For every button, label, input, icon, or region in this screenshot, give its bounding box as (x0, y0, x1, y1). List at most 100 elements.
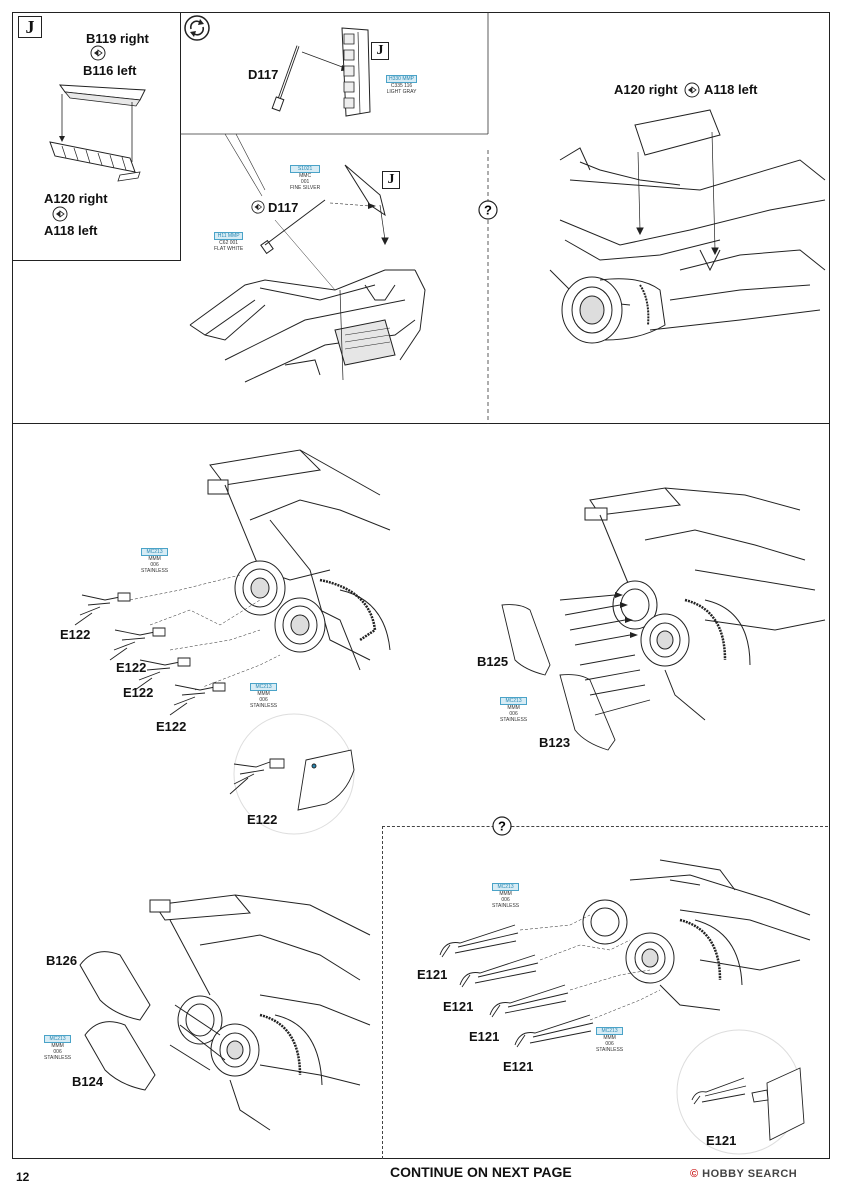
panel2-brake-bay-top (330, 20, 390, 120)
paint-code: MC213 (44, 1035, 72, 1043)
paint-line: MMM (603, 1035, 616, 1041)
panel4-exhaust-illustration (200, 440, 410, 690)
paint-code: H11 MMP (214, 232, 244, 240)
label-e122-1: E122 (60, 627, 91, 642)
label-b126: B126 (46, 953, 78, 968)
label-e122-2: E122 (116, 660, 147, 675)
paint-line: STAINLESS (500, 717, 528, 723)
question-icon: ? (478, 200, 498, 220)
question-icon-2: ? (492, 816, 512, 836)
panel7-dashed-frame (382, 826, 828, 1159)
paint-line: 006 (150, 562, 159, 568)
paint-line: C62 001 (219, 240, 239, 246)
label-b116-left: B116 left (83, 63, 137, 78)
label-d117-mid: D117 (268, 200, 299, 215)
label-e121-1: E121 (417, 967, 448, 982)
paint-line: MMC (299, 173, 312, 179)
paint-line: STAINLESS (596, 1047, 624, 1053)
label-b119-right: B119 right (86, 31, 149, 46)
paint-line: STAINLESS (492, 903, 520, 909)
paint-callout-stainless-p6: MC213 MMM 006 STAINLESS (44, 1035, 72, 1061)
label-a120-right: A120 right (44, 191, 108, 206)
paint-code: H330 MMP (386, 75, 418, 83)
paint-code: MC213 (492, 883, 520, 891)
label-e121-detail: E121 (706, 1133, 737, 1148)
label-e122-3: E122 (123, 685, 154, 700)
top-section-frame (12, 12, 830, 424)
panel7-nozzle-parts (430, 915, 610, 1065)
paint-line: 006 (259, 697, 268, 703)
panel2-fuselage-illustration (185, 160, 485, 390)
label-a118-left-p3: A118 left (704, 82, 758, 97)
flip-part-icon (90, 45, 106, 61)
panel6-exhaust-illustration (60, 885, 380, 1135)
panel5-flaps-and-rods (490, 592, 670, 755)
paint-callout-flat-white: H11 MMP C62 001 FLAT WHITE (214, 232, 244, 252)
paint-callout-light-gray: H330 MMP C335 116 LIGHT GRAY (386, 75, 418, 95)
paint-line: 006 (501, 897, 510, 903)
paint-code: MC213 (596, 1027, 624, 1035)
label-b123: B123 (539, 735, 571, 750)
panel7-exhaust-illustration (570, 850, 820, 1020)
paint-callout-stainless-1: MC213 MMM 006 STAINLESS (141, 548, 169, 574)
bottom-section-frame (12, 424, 830, 1159)
panel2-strut-top (260, 40, 350, 120)
paint-callout-stainless-2: MC213 MMM 006 STAINLESS (250, 683, 278, 709)
label-a118-left: A118 left (44, 223, 98, 238)
paint-line: MMM (507, 705, 520, 711)
paint-line: 006 (605, 1041, 614, 1047)
paint-callout-stainless-p7-2: MC213 MMM 006 STAINLESS (596, 1027, 624, 1053)
panel5-exhaust-illustration (585, 480, 830, 720)
watermark: © HOBBY SEARCH (690, 1168, 797, 1180)
paint-code: MC213 (500, 697, 528, 705)
paint-callout-stainless-p5: MC213 MMM 006 STAINLESS (500, 697, 528, 723)
paint-line: FLAT WHITE (214, 246, 244, 252)
paint-line: 006 (53, 1049, 62, 1055)
panel1-air-brake-illustration (40, 80, 160, 190)
label-a120-right-p3: A120 right (614, 82, 678, 97)
label-e122-detail: E122 (247, 812, 278, 827)
paint-code: MC213 (250, 683, 278, 691)
paint-line: C335 116 (390, 83, 413, 89)
label-e121-2: E121 (443, 999, 474, 1014)
paint-line: 006 (509, 711, 518, 717)
paint-line: MMM (148, 556, 161, 562)
paint-line: MMM (257, 691, 270, 697)
flip-part-icon-3 (684, 82, 700, 98)
panel1-frame (12, 12, 181, 261)
label-e122-4: E122 (156, 719, 187, 734)
panel4-detail-circle (226, 712, 362, 832)
paint-line: STAINLESS (44, 1055, 72, 1061)
rotate-icon-small (251, 200, 265, 214)
label-b124: B124 (72, 1074, 104, 1089)
paint-code: MC213 (141, 548, 169, 556)
watermark-mark: © (690, 1168, 699, 1180)
panel4-nozzle-parts (70, 575, 240, 735)
paint-line: FINE SILVER (290, 185, 321, 191)
paint-line: 001 (300, 179, 310, 185)
continue-notice: CONTINUE ON NEXT PAGE (390, 1164, 572, 1180)
paint-line: STAINLESS (141, 568, 169, 574)
panel7-detail-circle (672, 1028, 807, 1156)
page-number: 12 (16, 1170, 30, 1184)
j-box-icon-2: J (371, 42, 389, 60)
paint-callout-fine-silver: S1021 MMC 001 FINE SILVER (290, 165, 321, 191)
svg-text:?: ? (498, 819, 506, 834)
j-box-icon: J (18, 16, 42, 38)
paint-line: MMM (51, 1043, 64, 1049)
watermark-brand: HOBBY SEARCH (702, 1168, 798, 1180)
paint-line: LIGHT GRAY (386, 89, 417, 95)
svg-text:?: ? (484, 203, 492, 218)
j-box-icon-3: J (382, 171, 400, 189)
panel3-rear-fuselage-illustration (540, 100, 830, 360)
label-b125: B125 (477, 654, 509, 669)
rotate-icon (184, 15, 210, 41)
paint-line: MMM (499, 891, 512, 897)
paint-callout-stainless-p7-1: MC213 MMM 006 STAINLESS (492, 883, 520, 909)
label-d117-top: D117 (248, 67, 279, 82)
flip-part-icon-2 (52, 206, 68, 222)
